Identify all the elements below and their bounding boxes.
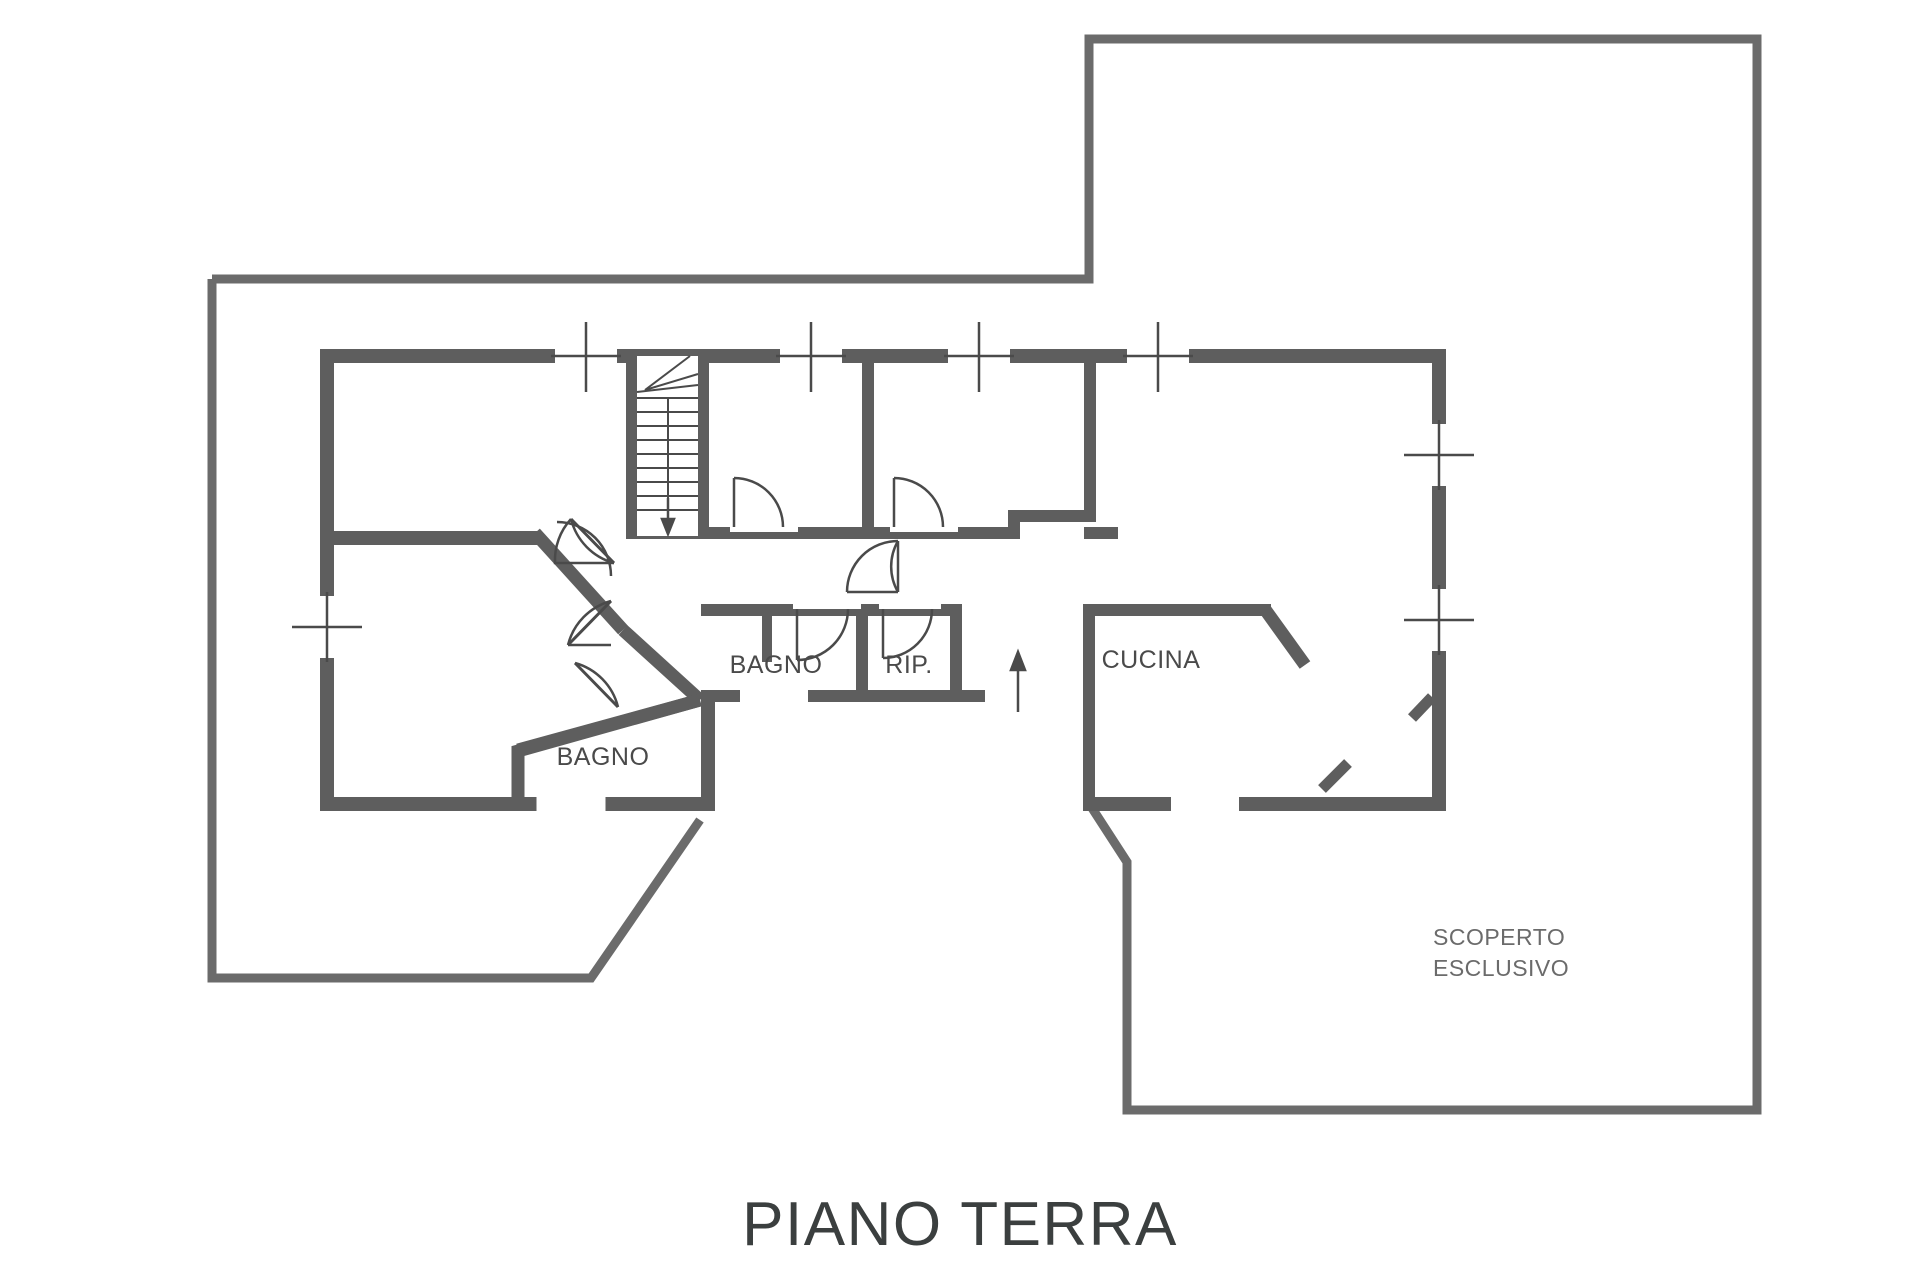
door-hall-2 bbox=[566, 599, 613, 647]
wall-upper-mid-divider bbox=[862, 356, 874, 538]
wall-left-bath-right bbox=[701, 693, 715, 811]
window-top-4 bbox=[1123, 322, 1193, 392]
label-bagno-left: BAGNO bbox=[557, 743, 650, 771]
window-bagno-bottom bbox=[740, 690, 808, 702]
doors-group bbox=[553, 476, 958, 709]
label-rip: RIP. bbox=[885, 651, 932, 679]
window-left-1 bbox=[292, 592, 362, 662]
wall-right bbox=[1432, 349, 1446, 810]
left-bath-diagonal bbox=[511, 693, 702, 804]
wall-diag-kitchen bbox=[1258, 604, 1311, 669]
counter-diag-upper bbox=[1408, 693, 1436, 722]
room-labels-group: BAGNO RIP. CUCINA BAGNO bbox=[557, 646, 1201, 771]
wall-diag-1 bbox=[530, 528, 628, 635]
outer-boundary-top bbox=[207, 279, 704, 983]
window-top-1 bbox=[551, 322, 621, 392]
window-bottom-2 bbox=[1171, 797, 1239, 811]
window-bottom-1 bbox=[536, 796, 606, 812]
wall-kitchen-left bbox=[1083, 604, 1095, 804]
area-labels-group: SCOPERTO ESCLUSIVO bbox=[1433, 924, 1569, 981]
wall-kitchen-top bbox=[1083, 604, 1271, 616]
left-bath-outline bbox=[511, 693, 702, 804]
door-bagno bbox=[793, 601, 861, 662]
stair-treads bbox=[636, 355, 699, 511]
window-top-2 bbox=[776, 322, 846, 392]
outer-boundary-upper bbox=[212, 34, 1762, 1115]
outer-boundary-group bbox=[207, 34, 1762, 1115]
door-corridor bbox=[845, 539, 900, 594]
window-right-2 bbox=[1404, 585, 1474, 655]
wall-stair-right bbox=[698, 356, 709, 536]
wall-stair-left bbox=[626, 356, 637, 536]
label-scoperto-line2: ESCLUSIVO bbox=[1433, 955, 1569, 981]
door-rip bbox=[879, 601, 941, 660]
entrance-arrow bbox=[1009, 648, 1027, 712]
label-bagno-center: BAGNO bbox=[730, 651, 823, 679]
door-hall-3 bbox=[573, 661, 620, 709]
wall-bagno-stub bbox=[762, 616, 772, 662]
wall-jog-horizontal-2 bbox=[952, 527, 1020, 539]
label-cucina: CUCINA bbox=[1102, 646, 1201, 674]
wall-diag-2 bbox=[618, 625, 705, 705]
staircase bbox=[636, 355, 699, 538]
kitchen-counter-group bbox=[1318, 693, 1436, 793]
windows-group bbox=[292, 322, 1474, 812]
door-living-1 bbox=[730, 476, 798, 532]
wall-left-room-divider bbox=[320, 531, 540, 545]
wall-left bbox=[320, 349, 334, 810]
wall-bottom-right bbox=[1083, 797, 1446, 811]
wall-jog-stub bbox=[1084, 527, 1118, 539]
wall-top bbox=[320, 349, 1446, 363]
wall-upper-right-divider bbox=[1084, 356, 1096, 522]
wall-bottom-left bbox=[320, 797, 701, 811]
wall-jog-horizontal bbox=[1008, 510, 1096, 522]
door-living-2 bbox=[890, 476, 958, 532]
stair-direction-arrow bbox=[660, 498, 676, 538]
wall-rip-right bbox=[950, 604, 962, 702]
page-title: PIANO TERRA bbox=[742, 1190, 1178, 1259]
window-top-3 bbox=[944, 322, 1014, 392]
window-right-1 bbox=[1404, 420, 1474, 490]
door-bedroom-top-left bbox=[556, 520, 613, 577]
wall-bagno-rip-divider bbox=[856, 604, 868, 702]
counter-diag-lower bbox=[1318, 759, 1352, 793]
apartment-walls-group bbox=[320, 349, 1446, 811]
label-scoperto-line1: SCOPERTO bbox=[1433, 924, 1565, 950]
